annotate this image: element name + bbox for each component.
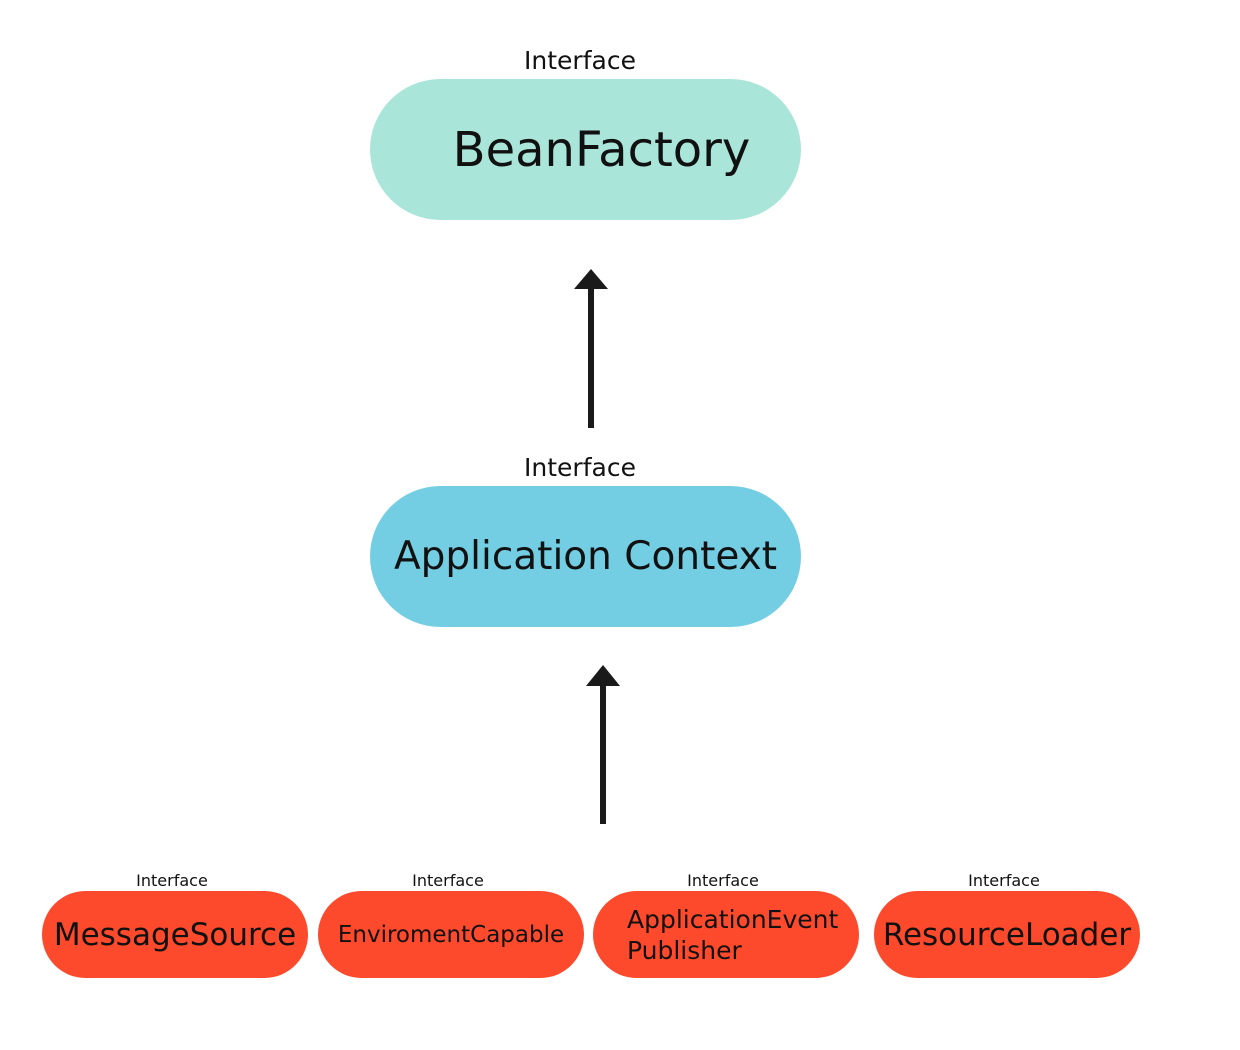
application-context-label: Application Context: [393, 534, 778, 579]
application-context-tag: Interface: [524, 453, 636, 482]
arrow-head-lower: [586, 665, 620, 686]
application-event-publisher-node: ApplicationEvent Publisher: [593, 891, 859, 978]
application-event-publisher-tag: Interface: [687, 871, 759, 890]
enviroment-capable-label: EnviromentCapable: [337, 921, 565, 948]
resource-loader-node: ResourceLoader: [874, 891, 1140, 978]
enviroment-capable-tag: Interface: [412, 871, 484, 890]
bean-factory-label: BeanFactory: [452, 121, 751, 178]
arrow-subinterfaces-to-appcontext: [586, 665, 620, 824]
bean-factory-tag: Interface: [524, 46, 636, 75]
arrow-appcontext-to-beanfactory: [574, 269, 608, 428]
application-context-node: Application Context: [370, 486, 801, 627]
resource-loader-tag: Interface: [968, 871, 1040, 890]
bean-factory-node: BeanFactory: [370, 79, 801, 220]
message-source-tag: Interface: [136, 871, 208, 890]
message-source-label: MessageSource: [53, 916, 297, 953]
message-source-node: MessageSource: [42, 891, 308, 978]
application-event-publisher-label: ApplicationEvent Publisher: [627, 904, 839, 965]
enviroment-capable-node: EnviromentCapable: [318, 891, 584, 978]
arrow-head-upper: [574, 269, 608, 289]
resource-loader-label: ResourceLoader: [882, 916, 1132, 953]
